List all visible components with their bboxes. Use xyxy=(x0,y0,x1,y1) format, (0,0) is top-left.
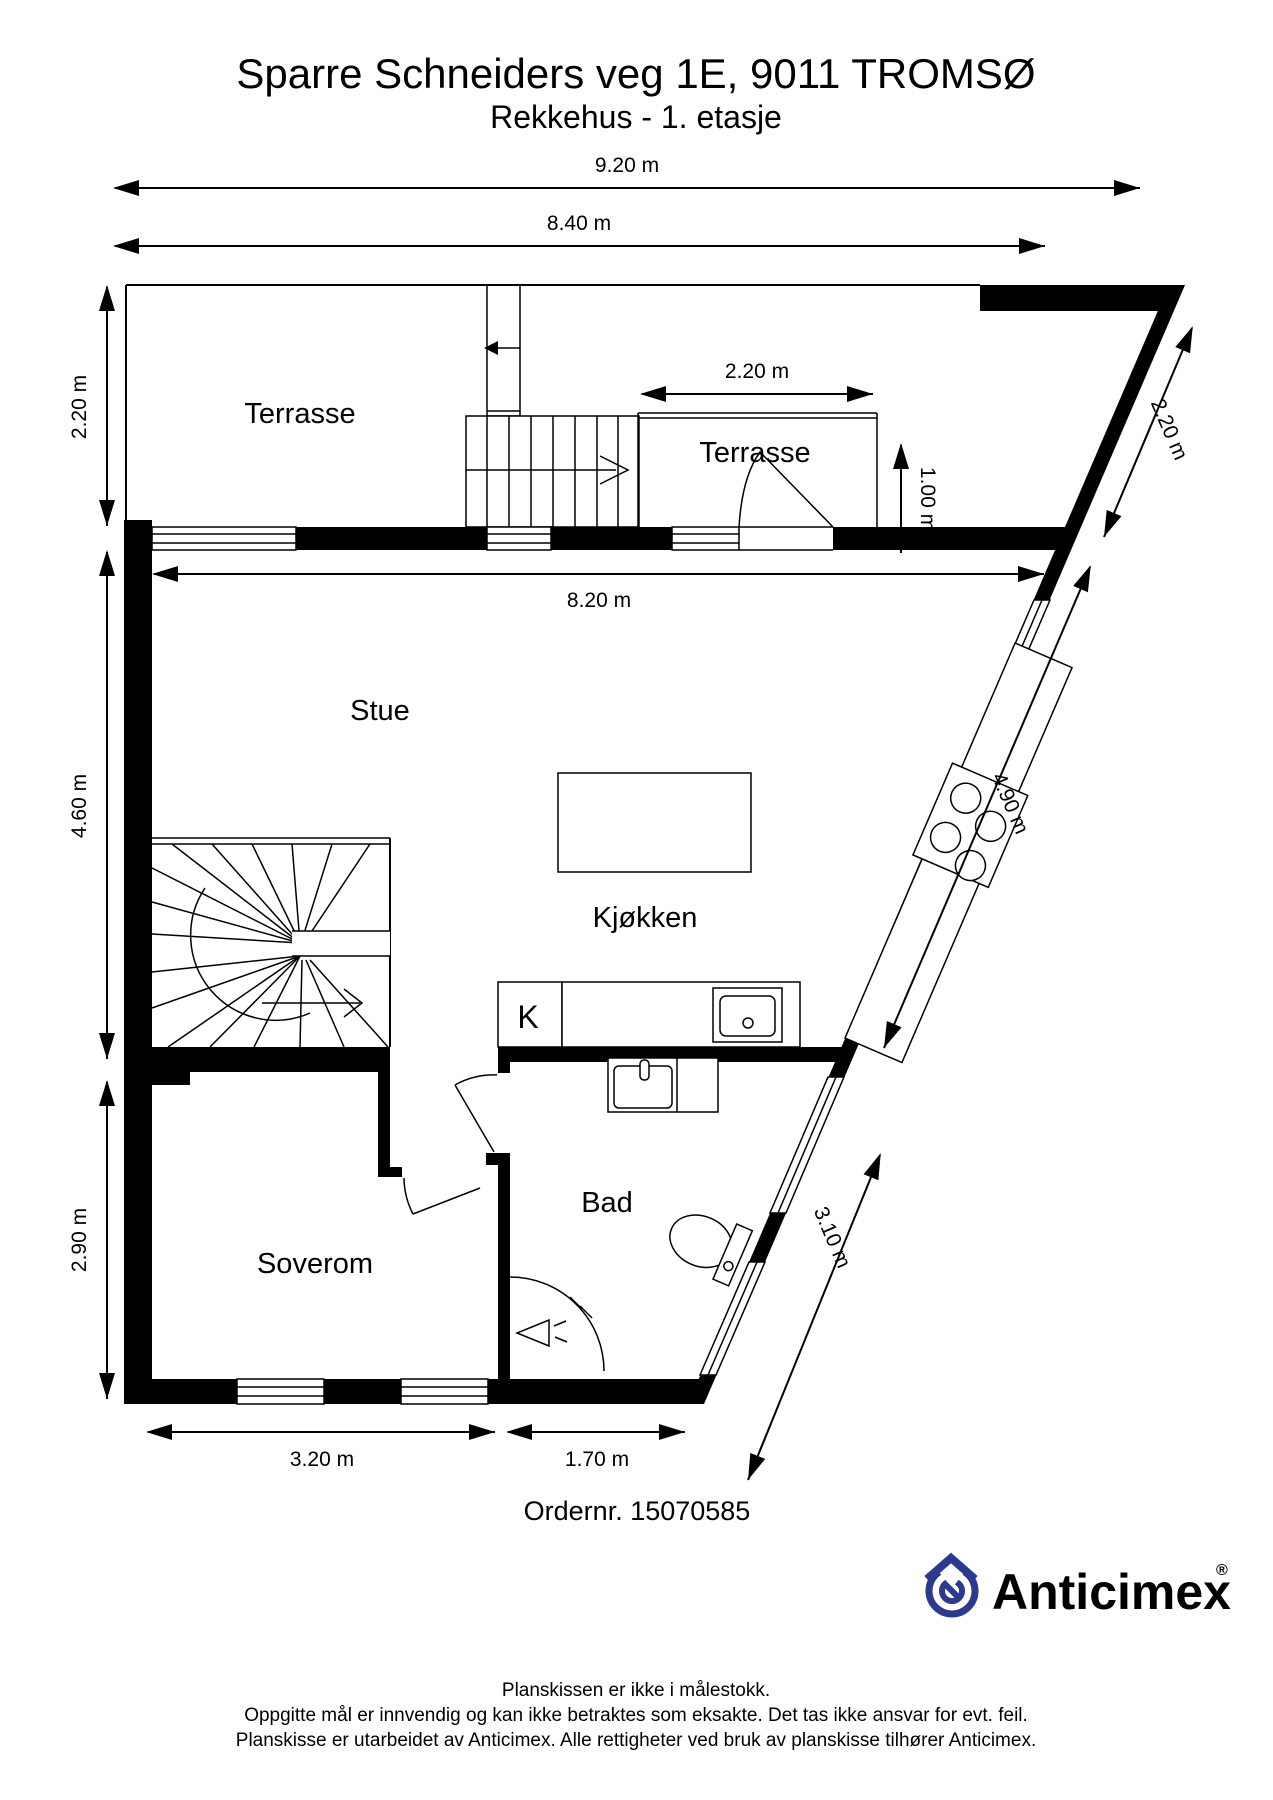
page-title: Sparre Schneiders veg 1E, 9011 TROMSØ xyxy=(236,50,1035,97)
exterior-stair xyxy=(465,415,640,528)
dim-terrace2-width-label: 2.20 m xyxy=(725,360,789,383)
toilet xyxy=(669,1214,754,1287)
interior-walls xyxy=(124,1047,510,1379)
dim-overall-width: 9.20 m xyxy=(113,154,1140,196)
dim-diag-top-label: 2.20 m xyxy=(1146,395,1192,463)
kitchen-k-label: K xyxy=(517,999,538,1035)
passage-direction-arrow xyxy=(484,341,520,355)
terrace-door xyxy=(738,450,834,551)
dim-soverom-height-label: 2.90 m xyxy=(68,1208,91,1272)
dim-bad-width: 1.70 m xyxy=(506,1424,685,1471)
stair-direction-arrow xyxy=(262,988,364,1018)
dim-upper-width: 8.40 m xyxy=(113,212,1045,254)
shower-head-icon xyxy=(515,1318,568,1348)
window xyxy=(400,1378,489,1405)
window xyxy=(151,526,297,551)
window xyxy=(236,1378,325,1405)
stair-treads-upper xyxy=(151,843,371,944)
dim-overall-width-label: 9.20 m xyxy=(595,154,659,177)
bad-door xyxy=(454,1074,498,1153)
kitchen-counter-diagonal xyxy=(844,642,1074,1064)
terrace-right-label: Terrasse xyxy=(699,437,810,469)
kjokken-label: Kjøkken xyxy=(593,902,698,934)
terrace-left-label: Terrasse xyxy=(244,398,355,430)
kitchen-sink xyxy=(712,987,783,1043)
footer-line-1: Planskissen er ikke i målestokk. xyxy=(502,1680,770,1701)
dim-terrace2-depth-label: 1.00 m xyxy=(916,467,939,531)
anticimex-logo-text: Anticimex xyxy=(992,1564,1231,1620)
stair-treads-lower xyxy=(151,955,389,1048)
dim-diag-bottom-label: 3.10 m xyxy=(809,1203,855,1271)
footer-disclaimer: Planskissen er ikke i målestokk. Oppgitt… xyxy=(236,1680,1036,1751)
interior-stair xyxy=(151,837,391,1048)
bad-label: Bad xyxy=(581,1187,633,1219)
footer-line-2: Oppgitte mål er innvendig og kan ikke be… xyxy=(244,1705,1028,1726)
dim-terrace2-width: 2.20 m xyxy=(640,360,873,402)
stue-label: Stue xyxy=(350,695,410,727)
dim-stue-height-label: 4.60 m xyxy=(68,774,91,838)
kitchen-table xyxy=(557,772,752,873)
shower xyxy=(509,1276,605,1372)
dim-stue-height: 4.60 m xyxy=(68,550,115,1059)
main-top-wall xyxy=(124,450,1066,551)
anticimex-logo: Anticimex ® xyxy=(924,1552,1231,1620)
dim-upper-width-label: 8.40 m xyxy=(547,212,611,235)
stair-direction-arrow xyxy=(466,455,630,485)
terrace-passage xyxy=(484,285,521,417)
dim-left-terrace-depth-label: 2.20 m xyxy=(68,375,91,439)
soverom-door xyxy=(403,1177,481,1215)
terrace-right: Terrasse xyxy=(637,412,878,527)
dim-left-terrace-depth: 2.20 m xyxy=(68,285,115,526)
footer-line-3: Planskisse er utarbeidet av Anticimex. A… xyxy=(236,1730,1036,1751)
kitchen-counter: K xyxy=(497,981,801,1048)
dim-soverom-width-label: 3.20 m xyxy=(290,1448,354,1471)
dim-stue-width: 8.20 m xyxy=(152,566,1044,612)
registered-mark: ® xyxy=(1216,1562,1228,1579)
dim-bad-width-label: 1.70 m xyxy=(565,1448,629,1471)
window xyxy=(671,526,740,551)
terrace-left: Terrasse xyxy=(125,284,980,527)
bathroom-vanity xyxy=(607,1057,719,1113)
dim-soverom-height: 2.90 m xyxy=(68,1080,115,1399)
dim-stue-width-label: 8.20 m xyxy=(567,589,631,612)
soverom-label: Soverom xyxy=(257,1248,373,1280)
bottom-windows xyxy=(236,1378,489,1405)
page-subtitle: Rekkehus - 1. etasje xyxy=(490,99,782,135)
dim-diag-bottom: 3.10 m xyxy=(747,1153,881,1481)
dim-diag-mid: 4.90 m xyxy=(883,565,1091,1049)
anticimex-spiral-icon xyxy=(924,1552,979,1618)
window xyxy=(486,526,552,551)
stair-landing xyxy=(292,930,390,957)
kitchen-bad-wall xyxy=(498,1047,851,1062)
dim-soverom-width: 3.20 m xyxy=(146,1424,495,1471)
order-number: Ordernr. 15070585 xyxy=(524,1496,751,1526)
